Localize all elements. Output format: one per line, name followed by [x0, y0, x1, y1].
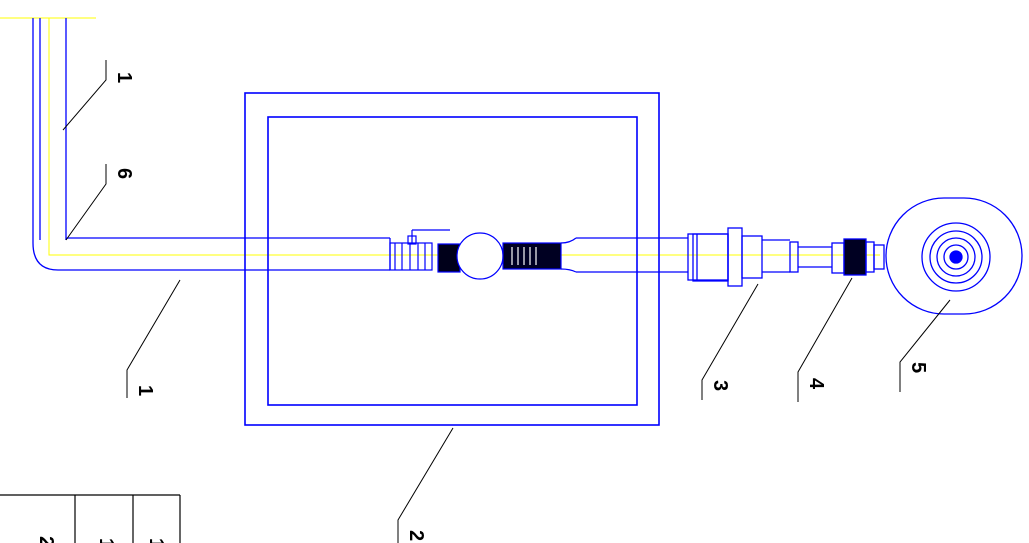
callout-chamber: 2 [405, 530, 427, 541]
table-cell-1: 1 [145, 538, 167, 543]
table-cell-2: 1 [95, 538, 117, 543]
callout-labels: 1 6 1 2 3 4 5 [113, 72, 929, 541]
callout-elbow: 6 [113, 168, 135, 179]
callout-coupling: 3 [709, 380, 731, 391]
centerline [0, 17, 880, 256]
adapter [798, 238, 885, 276]
pipe-right [576, 237, 688, 273]
callout-pipe-horizontal: 1 [134, 385, 156, 396]
leader-lines [62, 60, 951, 543]
hydrant-head [885, 197, 1023, 315]
pipe-run [32, 18, 391, 271]
table-cell-3: 2 [35, 536, 57, 543]
callout-adapter: 4 [805, 378, 827, 390]
callout-pipe-vertical: 1 [113, 72, 135, 83]
coupling [687, 227, 799, 287]
callout-hydrant-head: 5 [907, 362, 929, 373]
parts-table [0, 494, 181, 543]
valve-assembly [389, 229, 577, 280]
chamber [244, 92, 660, 426]
